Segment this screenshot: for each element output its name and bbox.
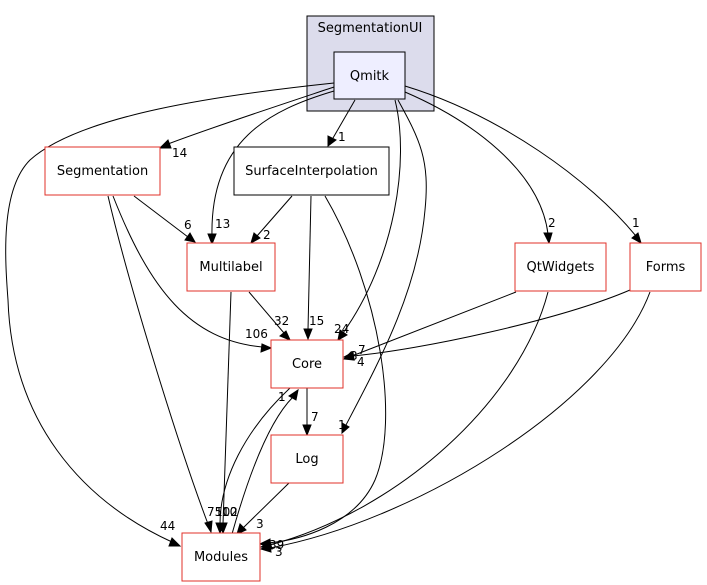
edge-log-modules bbox=[242, 481, 291, 529]
node-forms[interactable]: Forms bbox=[629, 242, 702, 292]
node-box bbox=[333, 51, 406, 100]
edge-label-qmitk-modules: 44 bbox=[160, 519, 175, 533]
edge-label-surface-multilabel: 2 bbox=[263, 228, 271, 242]
edge-label-qtwidgets-modules: 39 bbox=[269, 538, 284, 552]
edge-label-log-modules: 3 bbox=[256, 517, 264, 531]
node-box bbox=[233, 146, 390, 196]
node-label: Segmentation bbox=[57, 164, 148, 179]
edge-label-qmitk-log: 1 bbox=[338, 418, 346, 432]
edge-label-qmitk-surface: 1 bbox=[338, 130, 346, 144]
node-box bbox=[181, 532, 261, 582]
edge-arrow bbox=[288, 388, 299, 401]
edge-label-qmitk-qtwidgets: 2 bbox=[548, 216, 556, 230]
edge-arrow bbox=[303, 328, 313, 341]
edge-segmentation-core bbox=[112, 195, 263, 348]
edge-label-surface-core: 15 bbox=[309, 314, 324, 328]
node-label: Multilabel bbox=[199, 260, 262, 275]
node-label: Log bbox=[295, 452, 318, 467]
edge-qmitk-modules bbox=[5, 82, 335, 543]
edge-qmitk-forms bbox=[404, 85, 637, 237]
edge-qmitk-multilabel bbox=[211, 90, 335, 237]
edge-qmitk-log bbox=[345, 99, 427, 426]
node-multilabel[interactable]: Multilabel bbox=[186, 242, 276, 292]
edge-label-qmitk-multilabel: 13 bbox=[215, 217, 230, 231]
node-label: QtWidgets bbox=[527, 260, 595, 275]
edge-arrow bbox=[302, 424, 312, 437]
edge-modules-core bbox=[231, 396, 294, 535]
edge-arrow bbox=[341, 422, 350, 435]
edge-label-multilabel-modules: 10 bbox=[222, 505, 237, 519]
edge-arrow bbox=[259, 543, 272, 553]
edge-qmitk-segmentation bbox=[167, 86, 335, 145]
edge-label-modules-core: 1 bbox=[278, 390, 286, 404]
node-qtwidgets[interactable]: QtWidgets bbox=[514, 242, 607, 292]
node-box bbox=[270, 434, 344, 484]
edge-arrow bbox=[327, 135, 337, 147]
edge-label-qmitk-core: 24 bbox=[334, 322, 349, 336]
edge-qmitk-core bbox=[342, 99, 402, 334]
node-label: Qmitk bbox=[350, 69, 390, 84]
node-core[interactable]: Core bbox=[270, 339, 344, 389]
cluster-label: SegmentationUI bbox=[318, 21, 423, 36]
edge-core-modules bbox=[219, 387, 291, 525]
edge-label-multilabel-core: 32 bbox=[274, 314, 289, 328]
edge-segmentation-modules bbox=[107, 195, 209, 525]
edge-surface-multilabel bbox=[256, 195, 293, 237]
edge-arrow bbox=[204, 520, 213, 534]
edge-label-surface-modules: 4 bbox=[357, 355, 365, 369]
edge-arrow bbox=[337, 329, 348, 341]
edge-arrow bbox=[543, 232, 553, 245]
edge-qmitk-qtwidgets bbox=[404, 91, 549, 235]
edge-label-core-modules: 102 bbox=[215, 505, 238, 519]
edge-qtwidgets-modules bbox=[269, 291, 549, 546]
edges: 14 1 13 2 1 24 1 44 6 bbox=[5, 82, 651, 559]
edge-multilabel-modules bbox=[222, 291, 232, 525]
edge-arrow bbox=[260, 343, 273, 353]
node-box bbox=[186, 242, 276, 292]
edge-qtwidgets-core bbox=[351, 291, 517, 357]
node-box bbox=[270, 339, 344, 389]
edge-arrow bbox=[279, 330, 291, 341]
node-log[interactable]: Log bbox=[270, 434, 344, 484]
node-label: Forms bbox=[646, 260, 686, 275]
edge-label-segmentation-multilabel: 6 bbox=[184, 218, 192, 232]
edge-forms-core bbox=[351, 289, 631, 357]
edge-qmitk-surface bbox=[332, 99, 356, 139]
node-segmentation[interactable]: Segmentation bbox=[44, 146, 161, 196]
node-label: Core bbox=[292, 357, 322, 372]
edge-forms-modules bbox=[269, 291, 651, 549]
node-box bbox=[629, 242, 702, 292]
edge-surface-modules bbox=[267, 195, 387, 544]
edge-arrow bbox=[207, 233, 217, 246]
edge-label-qmitk-forms: 1 bbox=[632, 216, 640, 230]
node-surfaceinterpolation[interactable]: SurfaceInterpolation bbox=[233, 146, 390, 196]
edge-arrow bbox=[158, 139, 172, 149]
edge-arrow bbox=[342, 351, 355, 361]
edge-label-core-log: 7 bbox=[311, 410, 319, 424]
node-box bbox=[514, 242, 607, 292]
edge-arrow bbox=[215, 522, 225, 535]
node-label: SurfaceInterpolation bbox=[245, 164, 378, 179]
node-label: Modules bbox=[194, 550, 248, 565]
node-modules[interactable]: Modules bbox=[181, 532, 261, 582]
edge-surface-core bbox=[307, 195, 312, 331]
edge-label-segmentation-core: 106 bbox=[245, 327, 268, 341]
edge-arrow bbox=[168, 537, 182, 547]
edge-label-segmentation-modules: 75 bbox=[207, 505, 222, 519]
edge-label-qmitk-segmentation: 14 bbox=[172, 146, 187, 160]
edge-arrow bbox=[631, 232, 642, 245]
node-box bbox=[44, 146, 161, 196]
edge-arrow bbox=[250, 232, 261, 245]
edge-arrow bbox=[236, 523, 247, 535]
edge-multilabel-core bbox=[248, 291, 285, 334]
edge-label-forms-core: 3 bbox=[350, 349, 358, 363]
edge-segmentation-multilabel bbox=[133, 195, 189, 238]
edge-label-qtwidgets-core: 7 bbox=[358, 343, 366, 357]
edge-label-forms-modules: 3 bbox=[275, 545, 283, 559]
edge-arrow bbox=[184, 232, 196, 243]
node-qmitk[interactable]: Qmitk bbox=[333, 51, 406, 100]
